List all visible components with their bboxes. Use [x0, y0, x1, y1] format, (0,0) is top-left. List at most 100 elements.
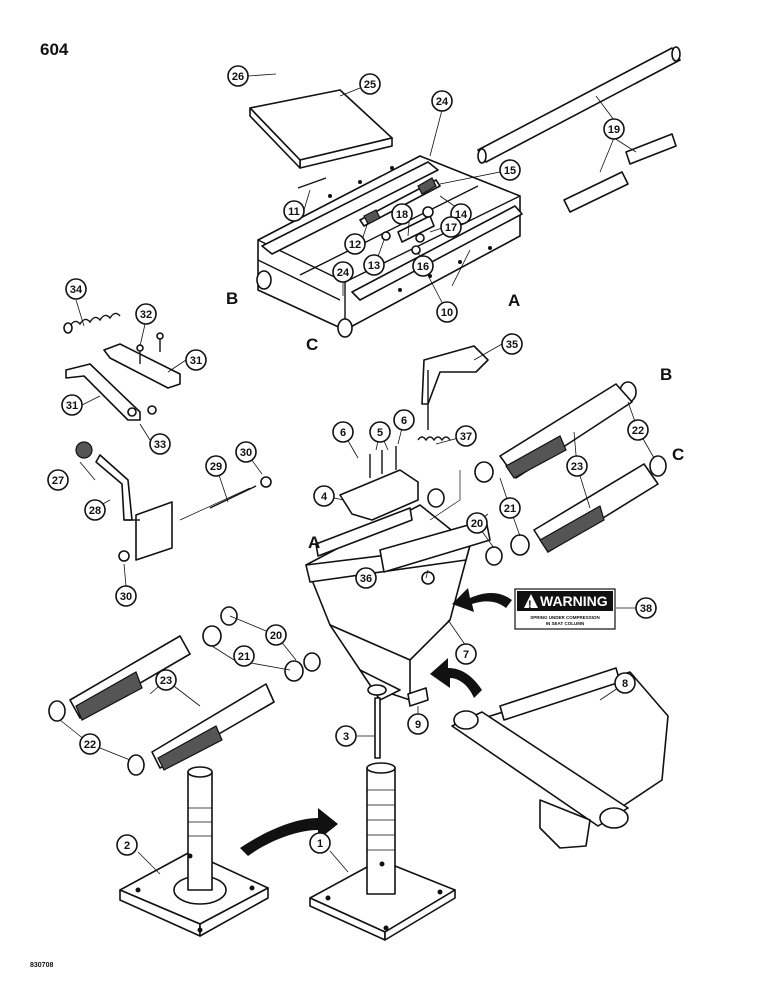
callout-21b: 21 — [233, 645, 255, 667]
letter-b-top: B — [226, 289, 238, 308]
warning-line-2: IN SEAT COLUMN — [546, 621, 584, 626]
svg-text:25: 25 — [364, 79, 376, 91]
svg-text:19: 19 — [608, 124, 620, 136]
svg-text:20: 20 — [471, 518, 483, 530]
warning-title: WARNING — [540, 593, 608, 609]
svg-text:32: 32 — [140, 309, 152, 321]
callout-23b: 23 — [155, 669, 177, 691]
callout-6b: 6 — [393, 409, 415, 431]
callout-10: 10 — [436, 301, 458, 323]
svg-text:6: 6 — [401, 415, 407, 427]
svg-text:9: 9 — [415, 719, 421, 731]
svg-text:37: 37 — [460, 431, 472, 443]
callout-31b: 31 — [61, 394, 83, 416]
svg-text:8: 8 — [622, 678, 628, 690]
callout-17: 17 — [440, 216, 462, 238]
svg-text:24: 24 — [337, 267, 350, 279]
svg-text:7: 7 — [463, 649, 469, 661]
letter-a-top: A — [508, 291, 520, 310]
callout-11: 11 — [283, 200, 305, 222]
svg-text:31: 31 — [66, 400, 78, 412]
svg-text:6: 6 — [340, 427, 346, 439]
svg-text:28: 28 — [89, 505, 101, 517]
svg-text:17: 17 — [445, 222, 457, 234]
letter-a-housing: A — [308, 533, 320, 552]
callout-8: 8 — [614, 672, 636, 694]
callout-9: 9 — [407, 713, 429, 735]
callout-21a: 21 — [499, 497, 521, 519]
callout-5: 5 — [369, 421, 391, 443]
svg-text:23: 23 — [571, 461, 583, 473]
callout-13: 13 — [363, 254, 385, 276]
svg-text:12: 12 — [349, 239, 361, 251]
callout-22a: 22 — [627, 419, 649, 441]
suspension-housing — [305, 345, 491, 759]
drawing-code: 830708 — [30, 962, 54, 969]
svg-text:34: 34 — [70, 284, 83, 296]
svg-text:36: 36 — [360, 573, 372, 585]
letter-c-top: C — [306, 335, 318, 354]
svg-text:26: 26 — [232, 71, 244, 83]
callout-20a: 20 — [466, 512, 488, 534]
svg-text:2: 2 — [124, 840, 130, 852]
callout-12: 12 — [344, 233, 366, 255]
reference-letters: A B C B C A — [226, 289, 684, 552]
svg-text:21: 21 — [504, 503, 516, 515]
svg-text:18: 18 — [396, 209, 408, 221]
callout-25: 25 — [359, 73, 381, 95]
callout-7: 7 — [455, 643, 477, 665]
callout-19: 19 — [603, 118, 625, 140]
callout-16: 16 — [412, 255, 434, 277]
svg-text:13: 13 — [368, 260, 380, 272]
callout-18: 18 — [391, 203, 413, 225]
callout-6a: 6 — [332, 421, 354, 443]
callout-31a: 31 — [185, 349, 207, 371]
callout-3: 3 — [335, 725, 357, 747]
letter-b-right: B — [660, 365, 672, 384]
svg-text:24: 24 — [436, 96, 449, 108]
callout-23a: 23 — [566, 455, 588, 477]
callout-2: 2 — [116, 834, 138, 856]
svg-text:!: ! — [528, 599, 532, 611]
base-column-2 — [119, 766, 269, 937]
callout-1: 1 — [309, 832, 331, 854]
callout-37: 37 — [455, 425, 477, 447]
svg-text:29: 29 — [210, 461, 222, 473]
callout-27: 27 — [47, 469, 69, 491]
svg-text:3: 3 — [343, 731, 349, 743]
svg-text:23: 23 — [160, 675, 172, 687]
callout-20b: 20 — [265, 624, 287, 646]
svg-text:21: 21 — [238, 651, 250, 663]
callout-30a: 30 — [235, 441, 257, 463]
left-sleeve-assembly — [48, 606, 321, 776]
svg-text:11: 11 — [288, 206, 300, 218]
callout-28: 28 — [84, 499, 106, 521]
svg-text:20: 20 — [270, 630, 282, 642]
callout-22b: 22 — [79, 733, 101, 755]
svg-text:30: 30 — [120, 591, 132, 603]
svg-text:14: 14 — [455, 209, 468, 221]
callout-32: 32 — [135, 303, 157, 325]
callout-26: 26 — [227, 65, 249, 87]
svg-text:30: 30 — [240, 447, 252, 459]
adjuster-linkage — [63, 312, 272, 562]
callout-36: 36 — [355, 567, 377, 589]
svg-text:5: 5 — [377, 427, 383, 439]
letter-c-right: C — [672, 445, 684, 464]
svg-text:22: 22 — [632, 425, 644, 437]
warning-decal: ! WARNING SPRING UNDER COMPRESSION IN SE… — [514, 588, 616, 630]
callout-30b: 30 — [115, 585, 137, 607]
svg-text:10: 10 — [441, 307, 453, 319]
svg-text:16: 16 — [417, 261, 429, 273]
svg-text:33: 33 — [154, 439, 166, 451]
rod-assembly — [477, 46, 681, 213]
svg-text:38: 38 — [640, 603, 652, 615]
svg-text:15: 15 — [504, 165, 516, 177]
callout-33: 33 — [149, 433, 171, 455]
callout-4: 4 — [313, 485, 335, 507]
callout-24a: 24 — [431, 90, 453, 112]
callout-24b: 24 — [332, 261, 354, 283]
page-number: 604 — [40, 40, 69, 59]
right-sleeve-assembly — [427, 381, 667, 566]
